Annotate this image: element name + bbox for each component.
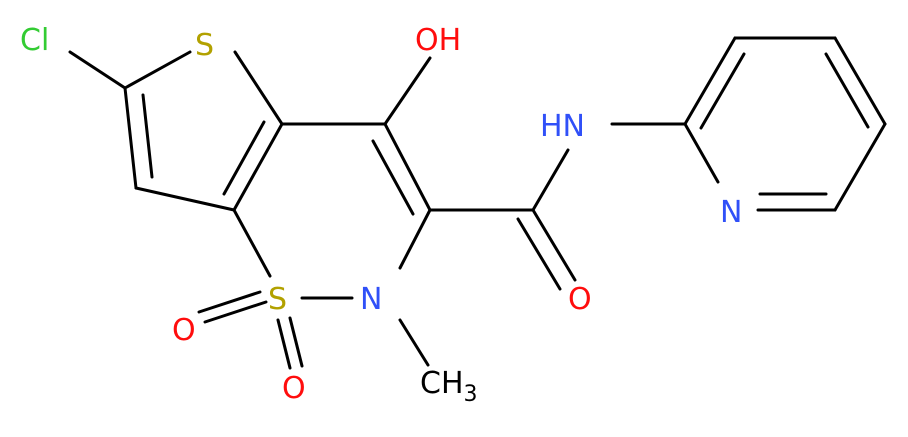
bonds [68,36,887,370]
atom-n-pyridine: N [720,195,742,230]
bond-c-o-double [516,217,562,291]
atom-cl: Cl [20,23,49,58]
bond-c-c [232,122,284,212]
bond-s-o-double [288,316,304,368]
atom-o-sulfonyl-2: O [282,371,306,406]
bond-s-o-double [197,290,262,314]
bond-s-c [233,50,284,126]
bond-c-s [123,50,192,90]
bond-n-ch3 [398,318,430,367]
bond-py [833,36,887,126]
bond-c-nh [531,148,570,212]
bond-py [833,122,887,212]
bond-py [683,36,737,126]
bond-s-o [203,300,268,324]
atom-oh: OH [415,23,461,58]
bond-py-double [699,52,746,130]
methyl-main: CH [420,366,464,401]
atom-o-sulfonyl-1: O [172,313,196,348]
bond-c-c-double [222,120,266,196]
bond-c-c [123,86,138,190]
bond-py-double [824,52,870,129]
bond-py [683,122,720,184]
bond-c-c-double [141,93,154,179]
bond-s-o [276,318,292,370]
bond-cl-c [68,50,127,90]
bond-c-c-double [371,139,415,216]
methyl-subscript: 3 [464,382,478,407]
bond-c-n [398,208,432,270]
atom-s-thiophene: S [195,28,214,63]
atom-n-ring: N [360,282,382,317]
atom-methyl: CH3 [420,366,478,407]
bond-c-c [383,122,432,212]
atom-nh: HN [540,109,585,144]
atom-s-sulfonyl: S [268,282,287,317]
bond-c-o [531,208,577,282]
atom-labels: Cl S OH HN N S N O O O CH3 [20,23,742,407]
atom-o-carbonyl: O [568,282,592,317]
bond-c-oh [383,56,432,126]
bond-c-c [134,186,236,212]
bond-c-s [232,208,272,278]
